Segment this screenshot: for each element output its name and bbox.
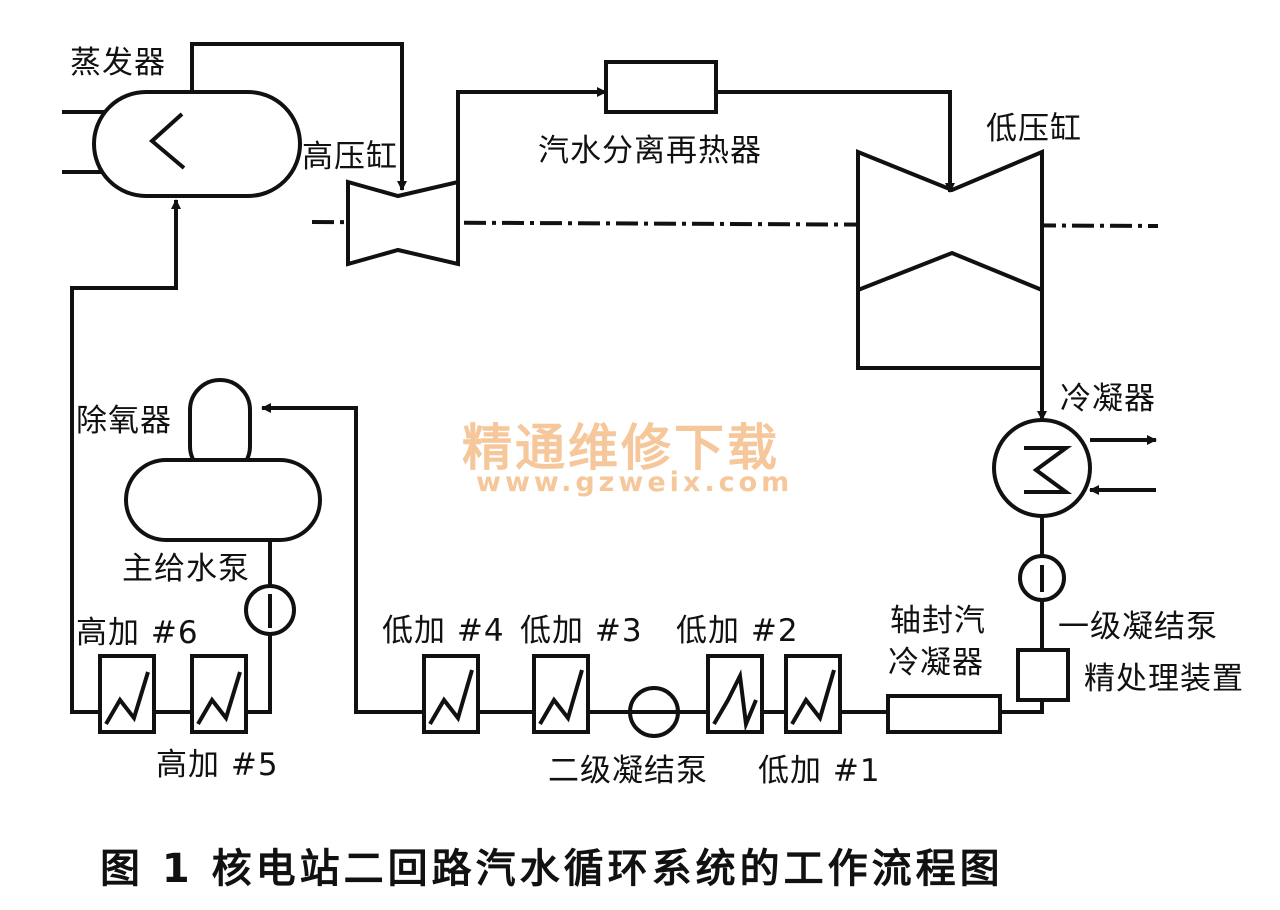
label-lp-cylinder: 低压缸: [986, 111, 1082, 147]
label-gland-condenser-1: 轴封汽: [890, 603, 986, 639]
hp-heater-6: [98, 654, 156, 734]
label-steam-generator: 蒸发器: [70, 45, 166, 81]
condensate-main-line: [261, 403, 888, 714]
feedwater-line: [70, 199, 296, 714]
label-condenser: 冷凝器: [1060, 381, 1156, 417]
label-main-feed-pump: 主给水泵: [122, 551, 250, 587]
label-lp-heater-2: 低加 #2: [676, 613, 799, 649]
lp-cylinder: [856, 148, 1044, 370]
hp-heater-5: [190, 654, 248, 734]
label-gland-condenser-2: 冷凝器: [888, 645, 984, 681]
label-hp-heater-6: 高加 #6: [76, 615, 199, 651]
lp-heater-1: [784, 654, 842, 734]
gland-steam-condenser: [886, 694, 1002, 734]
condensate-line-right: [1000, 516, 1070, 714]
label-polishing-unit: 精处理装置: [1084, 661, 1244, 697]
label-lp-heater-3: 低加 #3: [520, 613, 643, 649]
label-hp-heater-5: 高加 #5: [156, 747, 279, 783]
lp-heater-2: [706, 654, 764, 734]
label-hp-cylinder: 高压缸: [302, 139, 398, 175]
label-deaerator: 除氧器: [76, 403, 172, 439]
label-first-stage-pump: 一级凝结泵: [1058, 609, 1218, 645]
label-second-stage-pump: 二级凝结泵: [548, 753, 708, 789]
second-stage-condensate-pump: [628, 686, 680, 738]
msr-box: [604, 60, 718, 114]
label-msr: 汽水分离再热器: [538, 133, 762, 169]
watermark-title: 精通维修下载: [462, 419, 780, 477]
condenser: [992, 418, 1157, 518]
watermark-url: www.gzweix.com: [476, 467, 794, 498]
deaerator: [124, 378, 322, 542]
hp-cylinder: [346, 179, 460, 267]
figure-caption: 图 1 核电站二回路汽水循环系统的工作流程图: [100, 846, 1004, 892]
steam-lines: [190, 42, 1047, 421]
steam-generator: [62, 90, 302, 198]
label-lp-heater-1: 低加 #1: [758, 753, 881, 789]
label-lp-heater-4: 低加 #4: [382, 613, 505, 649]
lp-heater-3: [532, 654, 590, 734]
lp-heater-4: [422, 654, 480, 734]
